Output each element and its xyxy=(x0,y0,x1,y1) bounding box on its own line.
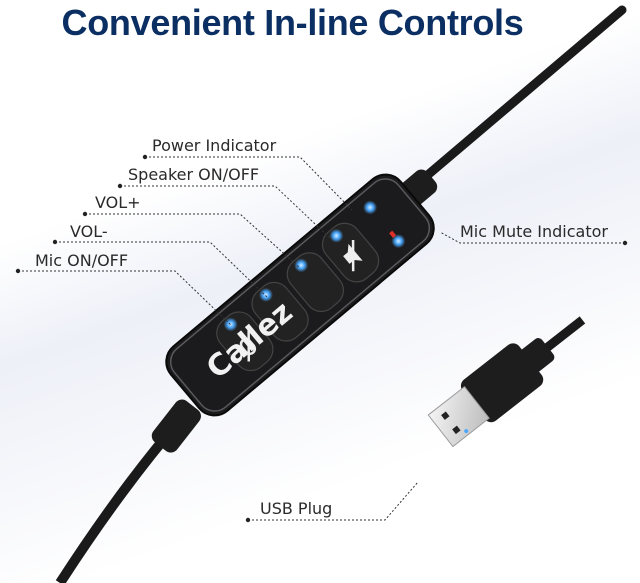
usb-plug xyxy=(427,316,586,448)
label-vol-plus: VOL+ xyxy=(95,193,141,212)
label-vol-minus: VOL- xyxy=(70,222,108,241)
mic-mute-led xyxy=(391,234,406,249)
power-indicator-led xyxy=(363,200,378,215)
mic-mute-red-led xyxy=(389,230,397,238)
vol-plus-led xyxy=(294,258,309,273)
label-usb-plug: USB Plug xyxy=(260,499,333,518)
label-speaker-on-off: Speaker ON/OFF xyxy=(128,165,260,184)
leader-lines xyxy=(18,156,625,521)
leader-dots xyxy=(15,154,628,523)
label-mic-mute-indicator: Mic Mute Indicator xyxy=(460,222,608,241)
label-power-indicator: Power Indicator xyxy=(152,136,277,155)
speaker-mute-icon xyxy=(343,240,363,272)
page-title: Convenient In-line Controls xyxy=(61,2,524,43)
speaker-led xyxy=(329,228,344,243)
vol-minus-led xyxy=(258,287,273,302)
label-mic-on-off: Mic ON/OFF xyxy=(35,251,129,270)
inline-controller: Callez xyxy=(165,173,435,417)
strain-relief-bottom xyxy=(151,399,201,453)
mic-mute-icon xyxy=(239,330,257,362)
cable-top xyxy=(405,5,627,195)
